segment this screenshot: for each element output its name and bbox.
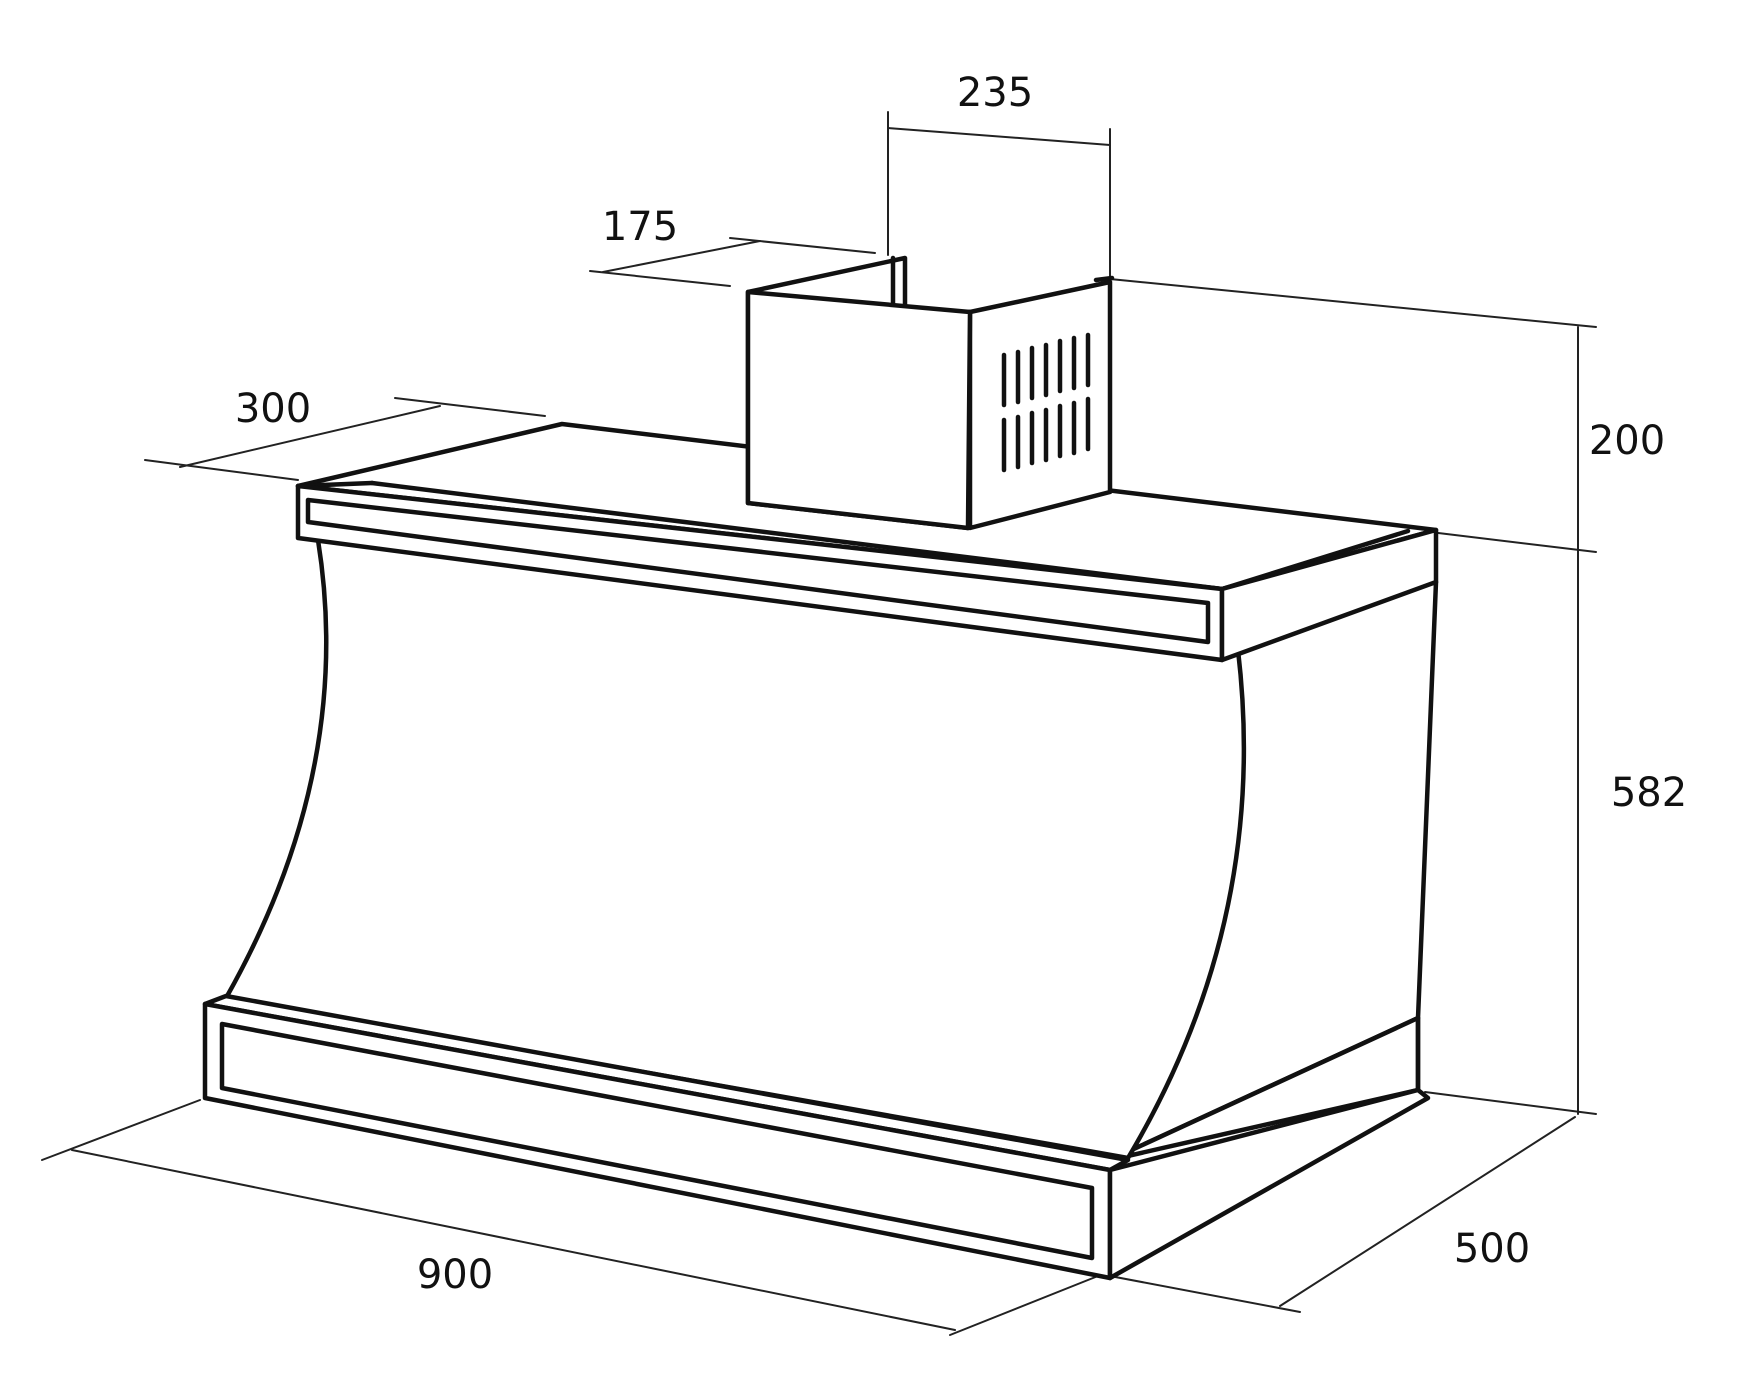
dim-175-line [602,240,761,273]
dimension-labels: 235 175 300 200 582 900 500 [235,70,1687,1298]
label-900: 900 [417,1252,493,1298]
label-300: 300 [235,386,311,432]
dim-500-line [1279,1116,1576,1307]
dim-582-ext-bottom [1424,1091,1597,1115]
canopy-band-inner [305,497,1211,645]
canopy-front-band [295,483,1439,663]
dim-300-line [179,405,441,468]
dim-300-ext-top [394,397,546,417]
dim-900-ext-left [41,1099,201,1161]
label-200: 200 [1589,418,1665,464]
dim-200-ext-bottom [1429,531,1597,553]
dim-900-ext-right [949,1275,1099,1336]
dimension-lines [41,111,1597,1336]
dim-175-ext-top [729,237,876,254]
duct-front-panel [745,289,973,531]
base-front-inner [219,1021,1095,1261]
label-175: 175 [602,204,678,250]
label-235: 235 [957,70,1033,116]
base-trim [202,993,1431,1281]
canopy-band-right [1219,527,1439,663]
base-right-side [1107,1087,1431,1281]
duct-side-lip [1093,275,1115,283]
dim-200-ext-top [1109,278,1597,328]
label-500: 500 [1454,1226,1530,1272]
duct-vent-slots [1001,332,1091,473]
dim-300-ext-bottom [144,459,299,481]
dim-235-line [887,127,1111,146]
label-582: 582 [1611,770,1687,816]
dim-900-line [71,1149,956,1331]
dim-175-ext-bottom [589,270,731,287]
chimney-duct [745,255,1115,531]
dim-500-ext-front [1109,1275,1301,1313]
hood-body [223,537,1439,1163]
